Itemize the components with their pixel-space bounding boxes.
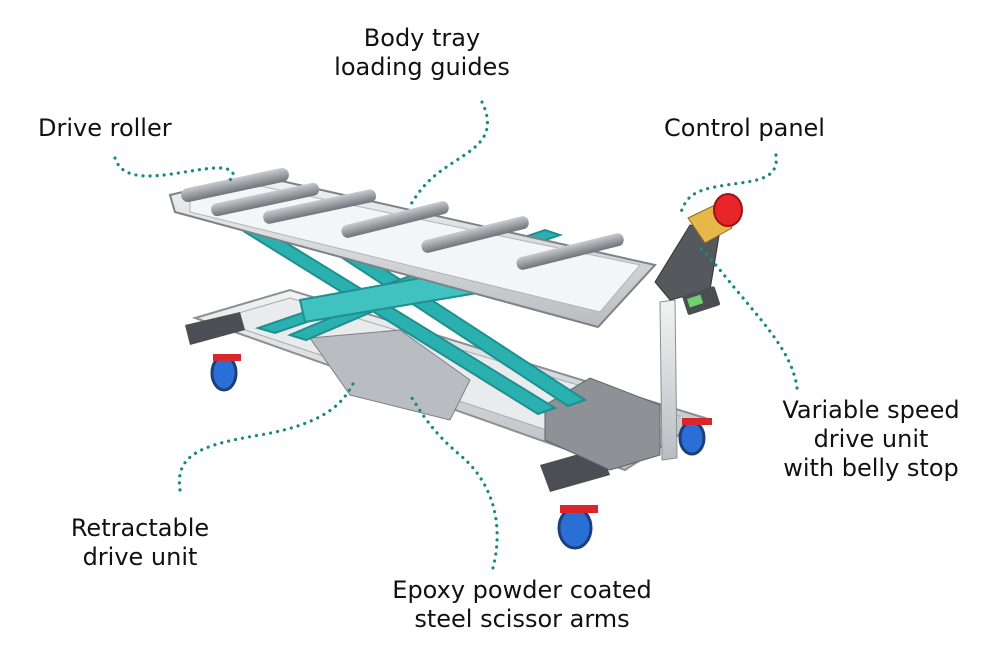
body-tray-loading-guides — [211, 182, 624, 270]
leader-drive-roller — [113, 156, 235, 184]
castor-wheel — [557, 505, 598, 550]
castor-wheels — [210, 354, 712, 550]
control-panel — [654, 193, 743, 315]
castor-wheel — [678, 418, 712, 456]
leader-body-tray — [408, 100, 489, 207]
leader-lines — [113, 100, 799, 570]
control-panel-label: Control panel — [664, 114, 825, 142]
leader-scissor-arms — [408, 393, 499, 570]
leader-variable-speed — [698, 246, 799, 390]
castor-wheel — [210, 354, 241, 392]
scissor-arms-label: Epoxy powder coated steel scissor arms — [392, 576, 652, 633]
retractable-drive-unit — [309, 329, 471, 421]
retractable-drive-unit-label: Retractable drive unit — [70, 514, 210, 571]
control-column — [659, 299, 678, 461]
variable-speed-drive-unit-label: Variable speed drive unit with belly sto… — [782, 396, 960, 482]
drive-roller — [181, 168, 289, 202]
leader-control-panel — [678, 153, 778, 217]
body-tray-loading-guides-label: Body tray loading guides — [334, 24, 510, 81]
leader-retractable — [177, 378, 357, 492]
drive-roller-label: Drive roller — [38, 114, 172, 142]
